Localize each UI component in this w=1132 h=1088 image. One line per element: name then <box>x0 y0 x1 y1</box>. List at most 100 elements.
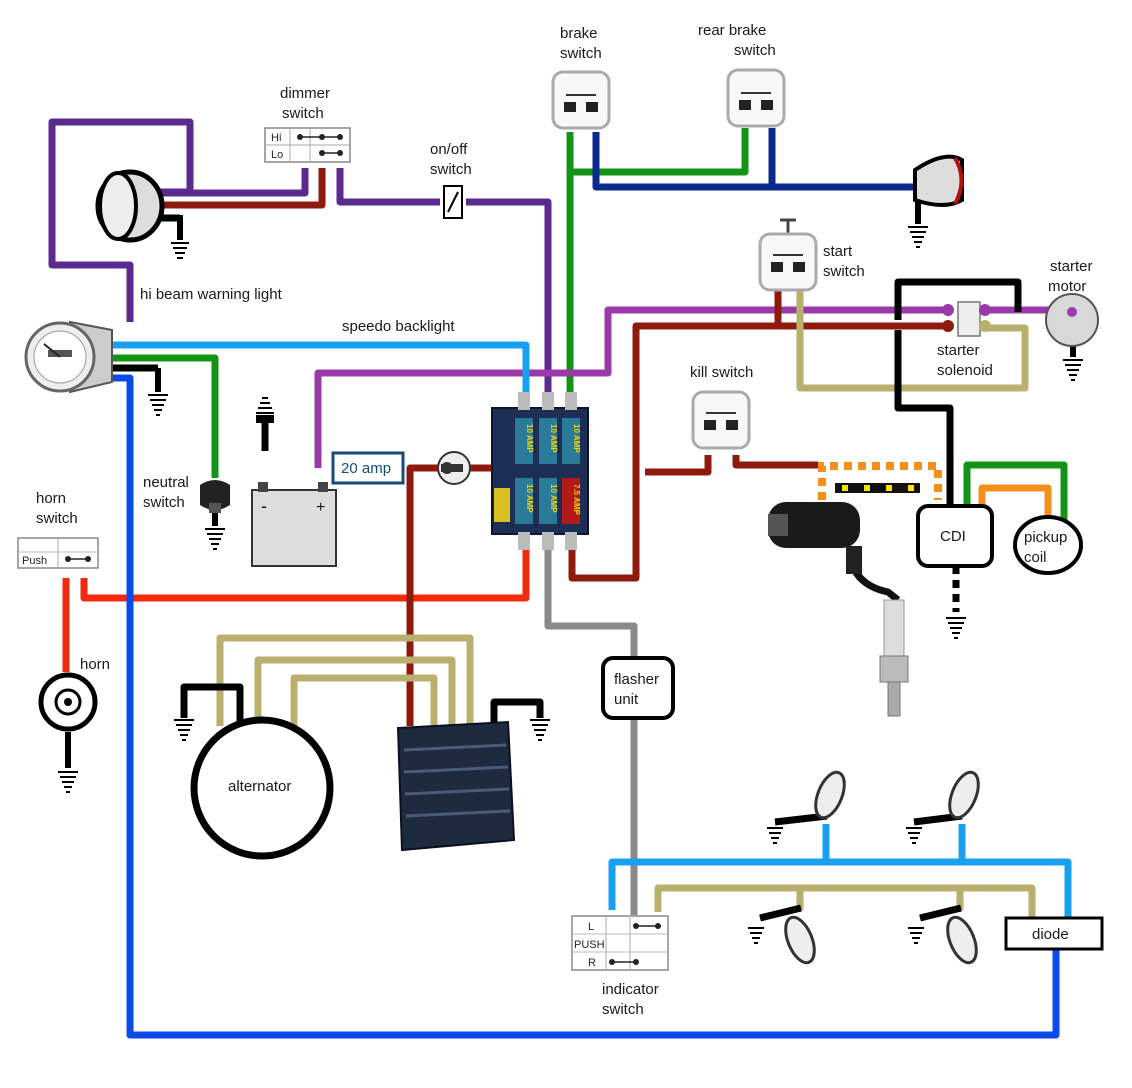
ground-icon <box>906 812 963 844</box>
flasher-unit-label-2: unit <box>614 691 639 708</box>
indicator-switch[interactable]: L PUSH R <box>571 915 669 971</box>
diode-label: diode <box>1032 926 1069 943</box>
ground-icon <box>174 719 194 741</box>
speedo-backlight-wire <box>110 341 530 395</box>
alt-khaki-2 <box>254 656 456 726</box>
ground-icon <box>908 200 928 248</box>
solenoid-black-wire <box>894 278 1022 320</box>
ground-icon <box>748 904 802 944</box>
starter-solenoid-label-2: solenoid <box>937 362 993 379</box>
cdi-pickup-orange <box>978 484 1052 522</box>
on-off-label-1: on/off <box>430 141 468 158</box>
tail-light-icon <box>913 154 964 207</box>
indicator-switch-label-2: switch <box>602 1001 644 1018</box>
rear-brake-switch-label-1: rear brake <box>698 22 766 39</box>
turn-signal-icon <box>948 770 980 820</box>
diode <box>1004 916 1104 951</box>
rear-brake-switch-label-2: switch <box>734 42 776 59</box>
tail-navy-wire <box>592 132 915 191</box>
alt-khaki-1 <box>216 634 474 726</box>
svg-text:10 AMP: 10 AMP <box>572 424 581 453</box>
svg-text:10 AMP: 10 AMP <box>549 484 558 513</box>
turn-signal-icon <box>946 915 978 965</box>
starter-solenoid-label-1: starter <box>937 342 980 359</box>
flasher-gray-wire <box>544 545 638 658</box>
rear-brake-switch[interactable] <box>726 68 786 128</box>
ignition-coil-icon <box>768 502 901 603</box>
start-switch-label-2: switch <box>823 263 865 280</box>
hi-beam-warning-label: hi beam warning light <box>140 286 283 303</box>
horn-label: horn <box>80 656 110 673</box>
dimmer-switch[interactable]: Hi Lo <box>264 127 351 163</box>
svg-text:Push: Push <box>22 555 47 567</box>
brake-switch[interactable] <box>551 70 611 130</box>
fuse-box: 10 AMP 10 AMP 10 AMP 10 AMP 10 AMP 7.5 A… <box>491 392 589 550</box>
kill-switch-label: kill switch <box>690 364 753 381</box>
alt-ground-wire <box>180 683 244 722</box>
headlight-hi-wire <box>162 168 309 197</box>
start-switch-label-1: start <box>823 243 853 260</box>
turn-signal-icon <box>784 915 816 965</box>
coil-orange-dashed <box>818 462 942 500</box>
headlight-icon <box>95 169 165 243</box>
svg-text:-: - <box>261 496 267 516</box>
cdi-unit <box>916 504 994 568</box>
starter-motor-icon <box>1045 293 1099 347</box>
ground-icon <box>946 617 966 639</box>
speedometer-icon <box>24 320 113 394</box>
indicator-blue-wire <box>608 858 1072 918</box>
svg-text:Lo: Lo <box>271 149 283 161</box>
dimmer-switch-label-2: switch <box>282 105 324 122</box>
alternator-icon <box>190 716 334 860</box>
start-switch[interactable] <box>758 218 818 292</box>
neutral-switch-label-2: switch <box>143 494 185 511</box>
ground-icon <box>148 368 168 416</box>
battery-icon: - + <box>251 482 337 567</box>
fuse-kill-red-wire <box>568 322 778 582</box>
kill-coil-red-wire <box>732 455 818 469</box>
svg-text:L: L <box>588 921 594 933</box>
kill-feed-red-wire <box>645 455 712 476</box>
ground-icon <box>1063 343 1083 381</box>
dimmer-onoff-wire <box>336 168 440 206</box>
pickup-coil <box>1013 515 1083 575</box>
ground-icon <box>205 512 225 550</box>
blue-return-wire <box>110 374 1060 1039</box>
neutral-green-wire <box>110 354 219 478</box>
svg-text:10 AMP: 10 AMP <box>525 424 534 453</box>
start-solenoid-khaki-wire <box>796 288 1029 392</box>
horn-red-wire <box>80 545 530 602</box>
horn-switch-label-2: switch <box>36 510 78 527</box>
starter-solenoid-icon <box>942 301 991 337</box>
svg-text:PUSH: PUSH <box>574 939 605 951</box>
ground-icon <box>908 904 962 944</box>
regulator-rectifier-icon <box>396 720 516 852</box>
starter-motor-label-1: starter <box>1050 258 1093 275</box>
starter-motor-label-2: motor <box>1048 278 1086 295</box>
alt-khaki-3 <box>290 674 438 752</box>
ignition-key-icon[interactable] <box>437 451 471 485</box>
rear-brake-green-wire <box>570 128 749 176</box>
onoff-fusebox-wire <box>466 198 552 395</box>
spark-plug-icon <box>879 599 909 717</box>
cdi-label: CDI <box>940 528 966 545</box>
on-off-switch[interactable] <box>443 185 463 219</box>
indicator-switch-label-1: indicator <box>602 981 659 998</box>
horn-switch-label-1: horn <box>36 490 66 507</box>
svg-text:+: + <box>316 499 325 516</box>
svg-text:10 AMP: 10 AMP <box>549 424 558 453</box>
neutral-switch[interactable] <box>200 480 230 513</box>
horn-switch[interactable]: Push <box>17 537 99 569</box>
svg-text:R: R <box>588 957 596 969</box>
svg-text:20 amp: 20 amp <box>341 460 391 477</box>
pickup-coil-label-1: pickup <box>1024 529 1067 546</box>
cdi-pickup-green <box>963 461 1068 522</box>
dimmer-switch-label-1: dimmer <box>280 85 330 102</box>
flasher-unit-label-1: flasher <box>614 671 659 688</box>
ground-icon <box>530 719 550 741</box>
svg-text:Hi: Hi <box>271 132 281 144</box>
speedo-backlight-label: speedo backlight <box>342 318 455 335</box>
brake-switch-label-1: brake <box>560 25 598 42</box>
kill-switch[interactable] <box>691 390 751 450</box>
